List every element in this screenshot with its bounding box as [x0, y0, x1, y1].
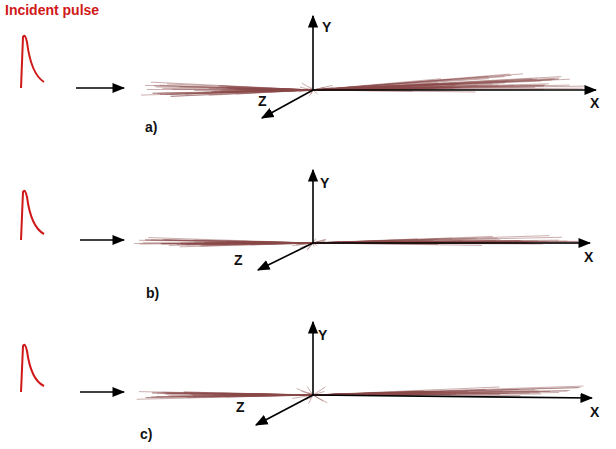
- ray: [226, 241, 313, 243]
- ray: [313, 79, 537, 90]
- ray: [156, 87, 313, 90]
- axes: [256, 16, 596, 425]
- axis-label: Y: [322, 20, 331, 35]
- ray: [313, 387, 580, 395]
- ray: [313, 79, 489, 90]
- ray: [184, 392, 313, 395]
- ray: [302, 83, 313, 90]
- axis-label: Z: [258, 94, 267, 109]
- ray: [137, 395, 313, 399]
- ray: [167, 84, 313, 90]
- panel-label: b): [146, 286, 159, 301]
- ray: [313, 388, 578, 395]
- ray: [148, 238, 313, 243]
- ray: [145, 85, 313, 90]
- panel-label: a): [145, 120, 157, 135]
- ray: [284, 90, 313, 91]
- ray: [270, 394, 313, 395]
- ray: [313, 386, 583, 395]
- ray: [154, 86, 313, 90]
- incidence-arrows: [76, 88, 124, 392]
- pulse-curves: [21, 36, 44, 392]
- ray: [147, 395, 313, 398]
- ray: [153, 90, 313, 93]
- ray: [313, 390, 570, 395]
- ray: [313, 79, 533, 90]
- ray: [151, 82, 313, 90]
- ray: [152, 393, 313, 395]
- ray: [170, 90, 313, 96]
- panel-label: c): [140, 427, 152, 442]
- ray: [313, 77, 561, 90]
- ray: [139, 392, 313, 395]
- ray: [139, 240, 313, 243]
- axis-label: X: [584, 250, 593, 265]
- ray: [301, 391, 313, 395]
- axis-label: Y: [320, 176, 329, 191]
- ray: [313, 78, 559, 90]
- axis-label: X: [590, 405, 599, 420]
- ray: [161, 243, 313, 245]
- ray: [145, 395, 313, 398]
- ray: [313, 79, 559, 90]
- axis-label: X: [590, 96, 599, 111]
- ray: [151, 395, 313, 397]
- ray: [313, 387, 325, 395]
- axis-label: Y: [318, 328, 327, 343]
- ray: [141, 90, 313, 95]
- ray: [162, 392, 313, 395]
- ray: [313, 395, 327, 403]
- figure-heading: Incident pulse: [5, 3, 99, 18]
- ray: [171, 90, 313, 96]
- axis-label: Z: [234, 253, 243, 268]
- axis-label: Z: [236, 400, 245, 415]
- scattered-rays: [134, 74, 586, 404]
- ray: [162, 239, 313, 243]
